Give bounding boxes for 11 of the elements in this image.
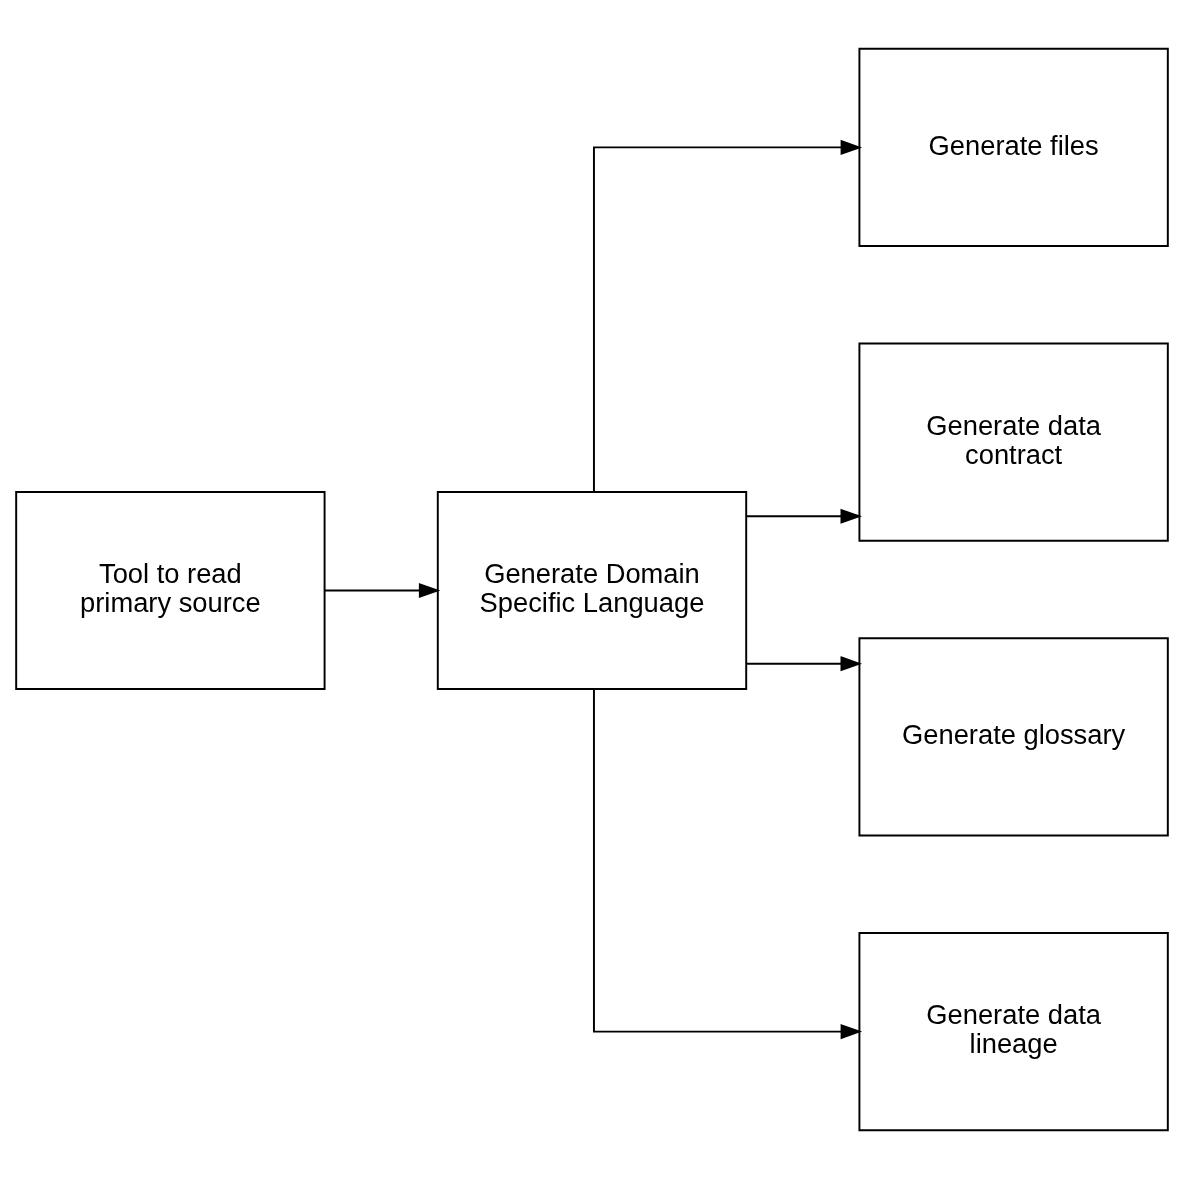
arrow xyxy=(745,655,862,671)
node-box: Generate glossary xyxy=(858,636,1169,836)
arrow xyxy=(592,688,863,1039)
arrow xyxy=(745,508,862,524)
arrow xyxy=(324,582,441,598)
node-box: Generate data lineage xyxy=(858,931,1169,1131)
node-box: Generate files xyxy=(858,47,1169,247)
node-box: Generate data contract xyxy=(858,342,1169,542)
arrow xyxy=(592,139,863,493)
node-box: Tool to read primary source xyxy=(15,490,326,690)
node-box: Generate Domain Specific Language xyxy=(436,490,748,690)
